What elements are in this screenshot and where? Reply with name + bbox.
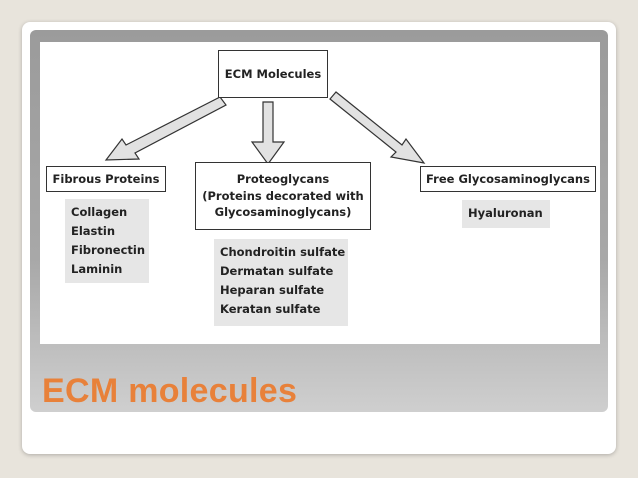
list-item: Chondroitin sulfate xyxy=(220,245,346,259)
category-node-fibrous-proteins: Fibrous Proteins xyxy=(46,166,166,192)
arrow-to-proteoglycans xyxy=(250,101,286,166)
list-item: Laminin xyxy=(71,262,123,276)
category-label-line: Glycosaminoglycans) xyxy=(214,205,352,220)
list-item: Elastin xyxy=(71,224,116,238)
fibrous-proteins-list: Collagen Elastin Fibronectin Laminin xyxy=(65,199,149,283)
root-node: ECM Molecules xyxy=(218,50,328,98)
list-item: Hyaluronan xyxy=(468,206,543,220)
list-item: Dermatan sulfate xyxy=(220,264,334,278)
category-node-free-gags: Free Glycosaminoglycans xyxy=(420,166,596,192)
list-item: Keratan sulfate xyxy=(220,302,321,316)
list-item: Heparan sulfate xyxy=(220,283,325,297)
ecm-diagram: ECM Molecules Fibrous Proteins Proteogly… xyxy=(40,42,600,344)
slide-title: ECM molecules xyxy=(42,372,298,410)
arrow-to-free-gags xyxy=(329,91,426,164)
category-label: Fibrous Proteins xyxy=(52,171,160,186)
list-item: Collagen xyxy=(71,205,128,219)
root-node-label: ECM Molecules xyxy=(224,66,322,81)
free-gags-list: Hyaluronan xyxy=(462,200,550,228)
proteoglycans-list: Chondroitin sulfate Dermatan sulfate Hep… xyxy=(214,239,348,326)
category-label: Free Glycosaminoglycans xyxy=(426,171,590,186)
list-item: Fibronectin xyxy=(71,243,146,257)
diagram-arrows xyxy=(104,91,426,166)
category-label-line: Proteoglycans xyxy=(236,171,330,186)
category-label-line: (Proteins decorated with xyxy=(202,188,364,203)
arrow-to-fibrous-proteins xyxy=(104,96,227,161)
category-node-proteoglycans: Proteoglycans (Proteins decorated with G… xyxy=(195,162,371,230)
